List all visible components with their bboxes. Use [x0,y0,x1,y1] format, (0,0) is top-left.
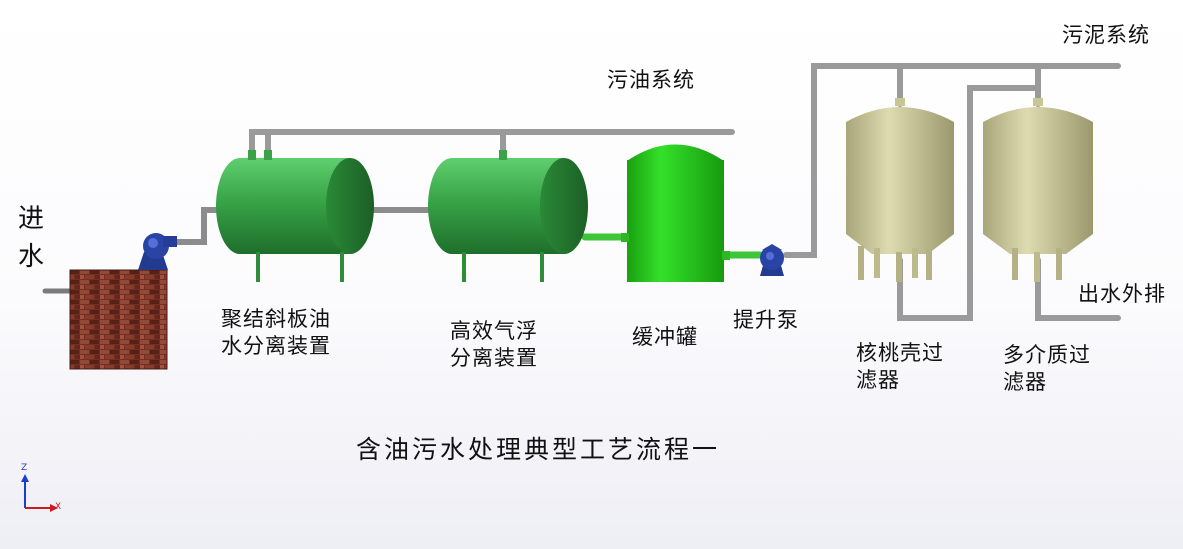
inlet-pump [138,233,177,270]
oil-system-label: 污油系统 [607,68,695,92]
walnut-to-multimedia-pipe [897,85,1041,321]
coalescer-label: 聚结斜板油 水分离装置 [221,307,331,358]
pump-to-filters-pipe [783,63,1121,258]
oil-system-pipe [249,129,735,161]
sludge-system-label: 污泥系统 [1062,23,1150,47]
buffer-tank-label: 缓冲罐 [632,325,698,349]
lift-pump [760,244,784,276]
flotation-label: 高效气浮 分离装置 [450,319,538,370]
buffer-tank [621,144,730,282]
pump-to-coalescer-pipe [173,207,221,245]
multimedia-filter [983,98,1093,282]
axis-triad [21,474,58,512]
coalescer-vessel [216,150,374,282]
flotation-vessel [428,150,588,282]
axis-x-label: X [55,502,62,512]
inlet-basin [69,269,168,370]
lift-pump-label: 提升泵 [733,308,799,332]
multimedia-filter-label: 多介质过 滤器 [1003,343,1091,394]
outlet-label: 出水外排 [1078,282,1166,306]
axis-z-label: Z [21,463,28,473]
inlet-label: 进水 [18,204,46,272]
walnut-filter [846,98,954,282]
diagram-title: 含油污水处理典型工艺流程一 [356,435,721,464]
walnut-filter-label: 核桃壳过 滤器 [856,341,944,392]
